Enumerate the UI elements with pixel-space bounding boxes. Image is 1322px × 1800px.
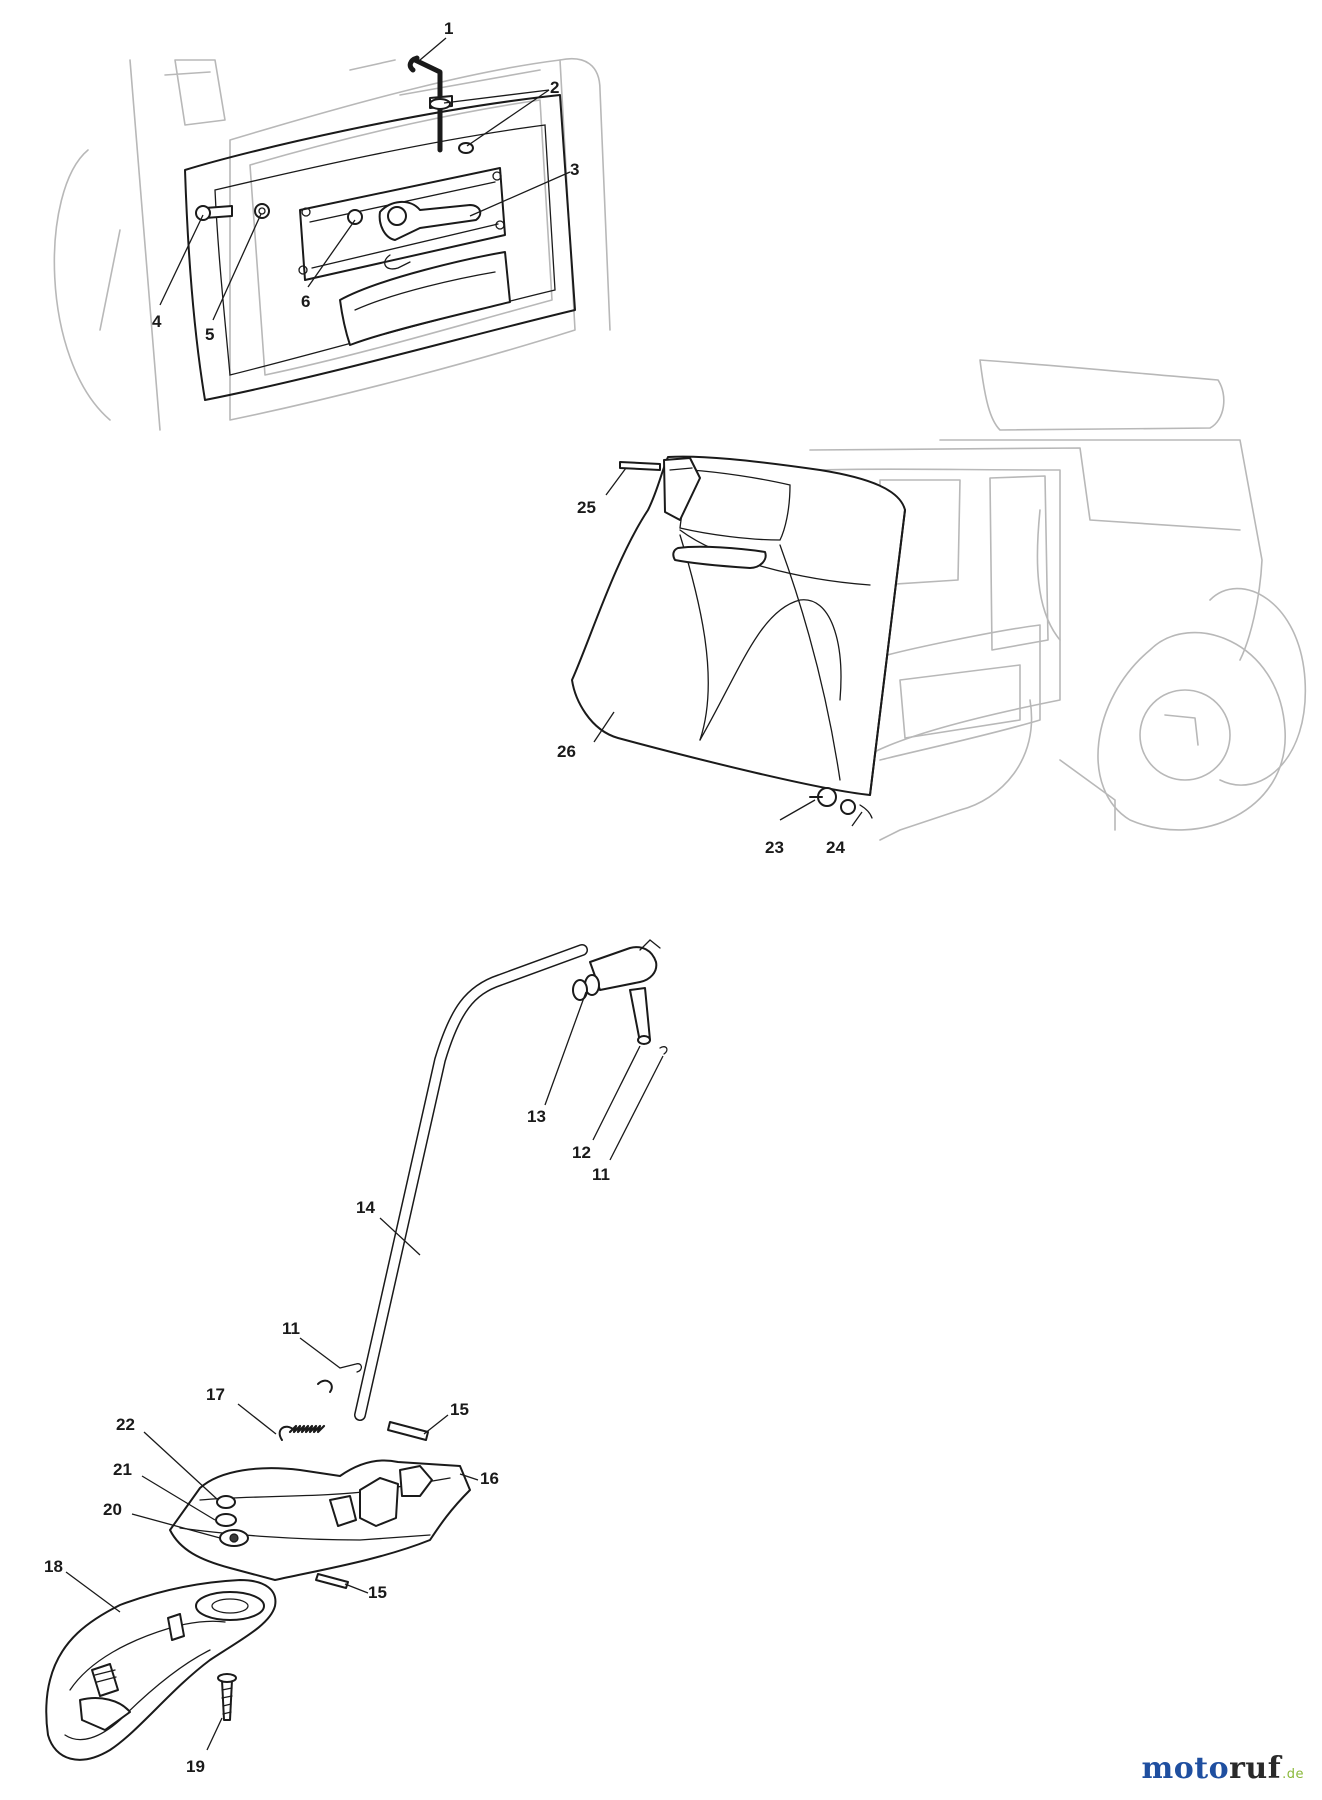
logo-part-ruf: ruf <box>1229 1751 1282 1786</box>
callout-22: 22 <box>116 1415 135 1434</box>
callout-6: 6 <box>301 292 310 311</box>
callout-11-lower: 11 <box>282 1319 300 1338</box>
callout-18: 18 <box>44 1557 63 1576</box>
rear-deflector-assembly <box>571 359 1307 841</box>
spring-part-17 <box>278 1379 333 1441</box>
callout-1: 1 <box>444 19 453 38</box>
leaders-top-left <box>159 37 571 321</box>
callout-12: 12 <box>572 1143 591 1162</box>
callout-23: 23 <box>765 838 784 857</box>
callout-15-upper: 15 <box>450 1400 469 1419</box>
callout-21: 21 <box>113 1460 132 1479</box>
logo-part-de: .de <box>1282 1767 1304 1782</box>
callout-17: 17 <box>206 1385 225 1404</box>
lever-linkage-assembly <box>45 939 668 1761</box>
rear-door-assembly <box>53 55 611 431</box>
motoruf-watermark-logo: motoruf.de <box>1141 1751 1304 1786</box>
leaders-bottom <box>65 991 664 1751</box>
callout-11-upper: 11 <box>592 1165 610 1184</box>
callout-19: 19 <box>186 1757 205 1776</box>
callout-5: 5 <box>205 325 214 344</box>
callout-4: 4 <box>152 312 162 331</box>
callout-16: 16 <box>480 1469 499 1488</box>
logo-part-moto: moto <box>1141 1751 1230 1786</box>
callout-15-lower: 15 <box>368 1583 387 1602</box>
leaders-middle <box>593 467 863 827</box>
callout-2: 2 <box>550 78 559 97</box>
callout-24: 24 <box>826 838 845 857</box>
callout-labels: 1 2 3 4 5 6 25 26 23 24 13 12 11 14 11 1… <box>44 19 845 1776</box>
callout-25: 25 <box>577 498 596 517</box>
callout-3: 3 <box>570 160 579 179</box>
callout-13: 13 <box>527 1107 546 1126</box>
callout-20: 20 <box>103 1500 122 1519</box>
callout-14: 14 <box>356 1198 375 1217</box>
callout-26: 26 <box>557 742 576 761</box>
